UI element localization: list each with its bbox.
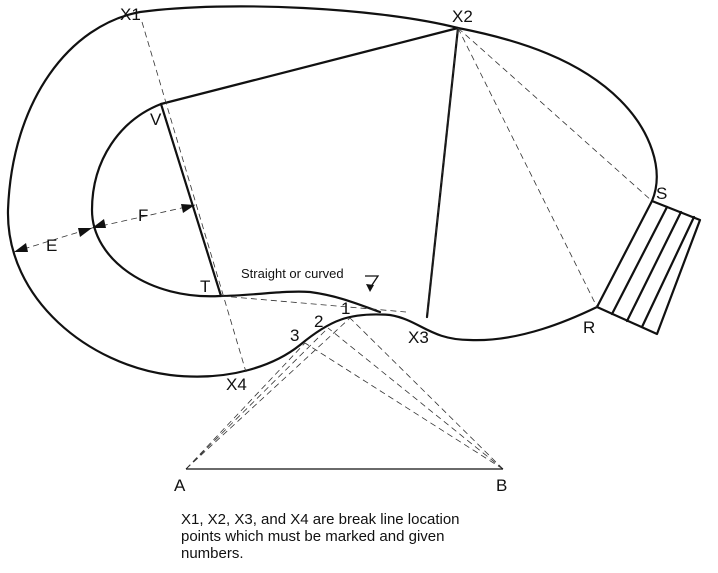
line-v-t <box>159 102 223 298</box>
arrowhead-f-left <box>92 219 106 228</box>
caption-line-1: X1, X2, X3, and X4 are break line locati… <box>181 511 460 528</box>
label-x4: X4 <box>226 375 247 394</box>
label-f: F <box>138 206 148 225</box>
fan-a-1 <box>185 317 351 470</box>
arrowhead-e-left <box>14 243 28 252</box>
inner-track-boundary <box>90 102 382 314</box>
fan-b-1 <box>349 317 504 470</box>
start-stripe-1 <box>610 205 669 316</box>
dash-x2-x3 <box>426 27 459 318</box>
break-line-x1-x4 <box>141 21 247 373</box>
fan-a-2 <box>185 327 329 470</box>
outer-track-boundary <box>6 5 658 378</box>
start-stripe-2 <box>625 210 683 323</box>
label-v: V <box>150 110 162 129</box>
dimension-f-line <box>91 204 196 229</box>
label-t: T <box>200 277 210 296</box>
start-stripe-3 <box>640 215 696 329</box>
label-e: E <box>46 236 57 255</box>
note-pointer <box>365 275 380 289</box>
label-r: R <box>583 318 595 337</box>
label-straight-or-curved: Straight or curved <box>241 266 344 281</box>
caption: X1, X2, X3, and X4 are break line locati… <box>181 511 561 562</box>
label-x3: X3 <box>408 328 429 347</box>
dash-x2-s <box>457 27 653 202</box>
fan-b-3 <box>304 342 504 470</box>
label-point-2: 2 <box>314 312 323 331</box>
label-b: B <box>496 476 507 495</box>
dash-t-x3 <box>220 295 407 313</box>
fan-b-2 <box>327 327 504 470</box>
label-point-1: 1 <box>341 299 350 318</box>
arrowhead-f-right <box>181 204 195 213</box>
label-x1: X1 <box>120 5 141 24</box>
label-point-3: 3 <box>290 326 299 345</box>
line-v-x2 <box>159 26 460 106</box>
note-pointer-head <box>366 284 374 292</box>
caption-line-2: points which must be marked and given <box>181 528 445 545</box>
caption-line-3: numbers. <box>181 545 244 562</box>
dash-x2-r <box>457 27 598 308</box>
label-x2: X2 <box>452 7 473 26</box>
label-s: S <box>656 184 667 203</box>
arrowhead-e-right <box>78 228 92 237</box>
fan-a-3 <box>185 342 306 470</box>
label-a: A <box>174 476 186 495</box>
